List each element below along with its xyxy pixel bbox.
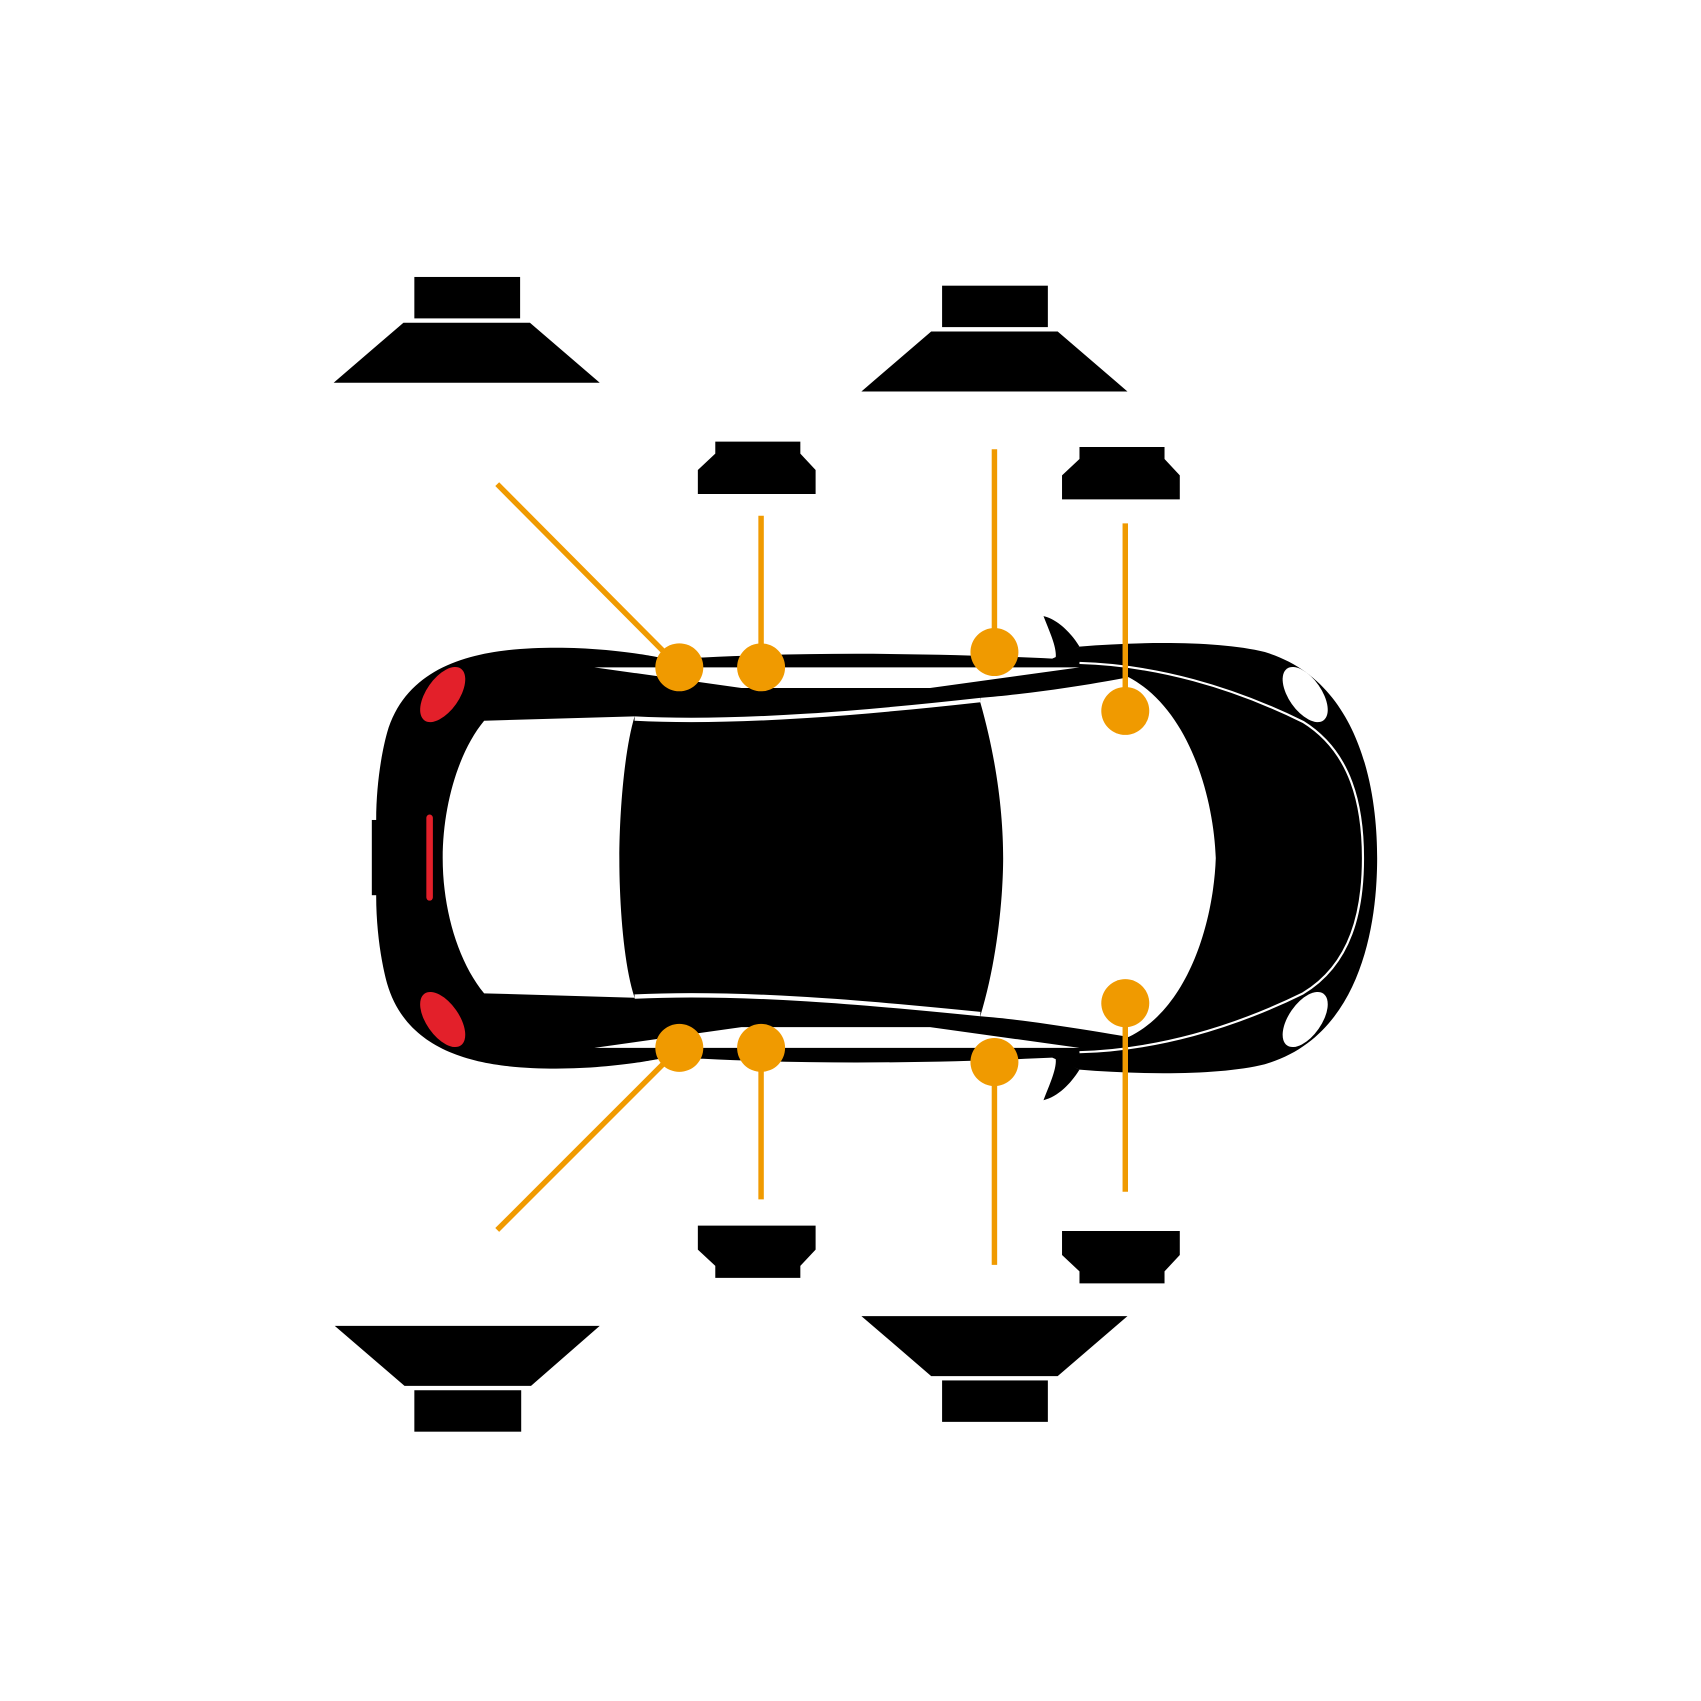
headlight-right [1282,991,1328,1048]
tail-light-right [420,991,466,1048]
marker-line [495,482,682,670]
hood-outline [1079,661,1365,1054]
rear-bumper [371,819,379,896]
speaker-position-dot [655,643,704,692]
speaker-position-dot [655,1023,704,1072]
windshield [980,677,1216,1037]
speaker-position-dot [970,1038,1019,1087]
third-brake-light [426,814,433,901]
woofer-rear-right [334,1325,600,1432]
marker-line [495,1045,682,1232]
tweeter-rear-right [697,1225,816,1278]
woofer-front-right [861,1316,1128,1422]
speaker-position-dot [1101,686,1150,735]
speaker-position-dot [1101,979,1150,1028]
tweeter-rear-left [697,441,816,494]
speaker-position-dot [737,1023,786,1072]
rear-window [442,716,635,998]
roof-edge-right [634,993,981,1017]
tweeter-front-left [1062,447,1180,500]
woofer-rear-left [333,276,600,383]
right-mirror [1043,1057,1080,1101]
roof-edge-left [634,697,981,723]
tail-light-left [420,667,466,723]
left-side-window [594,667,1080,689]
car-top-view [371,616,1378,1101]
tweeter-front-right [1062,1231,1180,1284]
right-side-window [594,1027,1080,1048]
speaker-position-dot [970,628,1019,677]
speaker-markers [495,449,1150,1265]
left-mirror [1043,616,1080,659]
speakers [333,276,1180,1432]
speaker-position-dot [737,643,786,692]
headlight-left [1282,667,1328,723]
woofer-front-left [861,285,1128,392]
